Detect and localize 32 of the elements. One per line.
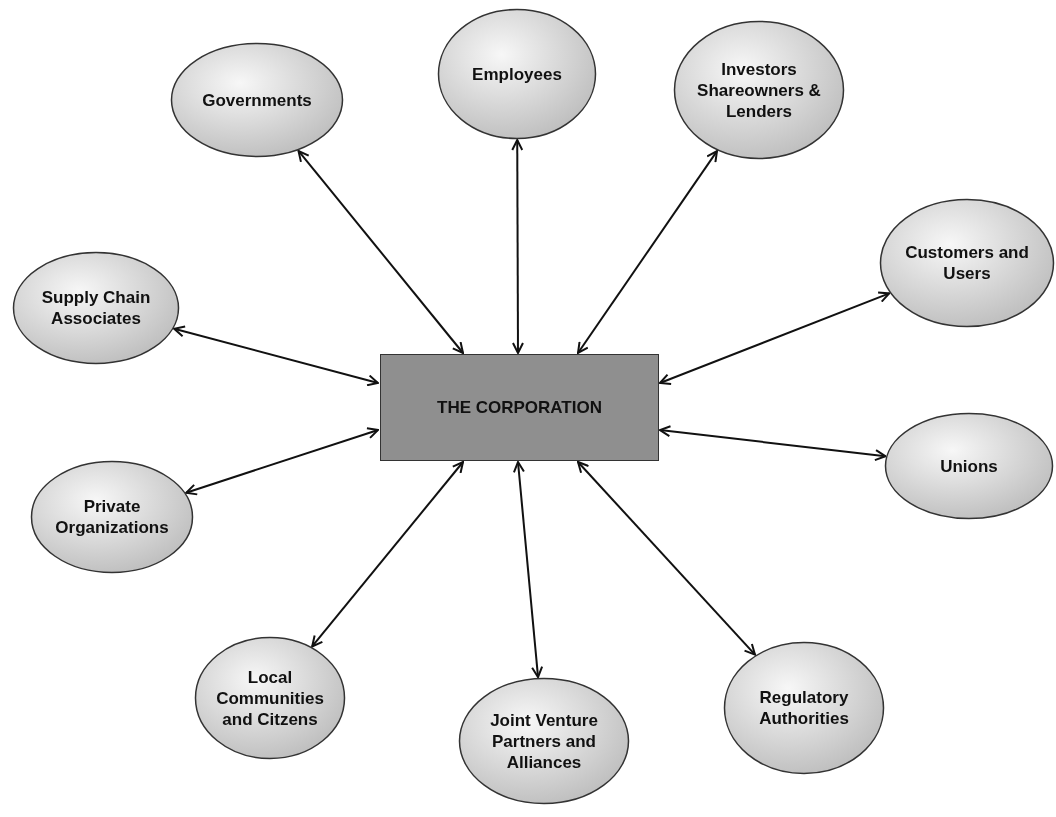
node-label: Customers and Users [904, 242, 1030, 284]
stakeholder-ellipse [30, 460, 194, 574]
node-label: Unions [939, 455, 999, 477]
organization-box [380, 354, 659, 461]
stakeholder-ellipse [458, 677, 630, 805]
node-label: THE CORPORATION [437, 397, 602, 418]
double-arrow [659, 291, 891, 385]
double-arrow [512, 461, 544, 679]
stakeholder-ellipse [884, 412, 1054, 520]
double-arrow [577, 150, 718, 354]
double-arrow [173, 325, 379, 387]
double-arrow [511, 139, 524, 354]
node-label: Local Communities and Citzens [215, 666, 325, 730]
double-arrow [577, 461, 756, 656]
node-label: Employees [471, 63, 563, 85]
double-arrow [185, 427, 379, 496]
stakeholder-ellipse [879, 198, 1055, 328]
stakeholder-ellipse [194, 636, 346, 760]
double-arrow [659, 425, 887, 462]
stakeholder-ellipse [170, 42, 344, 158]
node-label: Regulatory Authorities [758, 687, 850, 729]
node-label: Joint Venture Partners and Alliances [489, 709, 599, 773]
double-arrow [311, 461, 464, 648]
node-label: Investors Shareowners & Lenders [696, 58, 822, 122]
double-arrow [297, 149, 464, 354]
stakeholder-ellipse [12, 251, 180, 365]
node-label: Supply Chain Associates [40, 287, 152, 329]
node-label: Governments [201, 89, 313, 111]
stakeholder-ellipse [673, 20, 845, 160]
node-label: Private Organizations [54, 496, 170, 538]
stakeholder-ellipse [723, 641, 885, 775]
stakeholder-ellipse [437, 8, 597, 140]
